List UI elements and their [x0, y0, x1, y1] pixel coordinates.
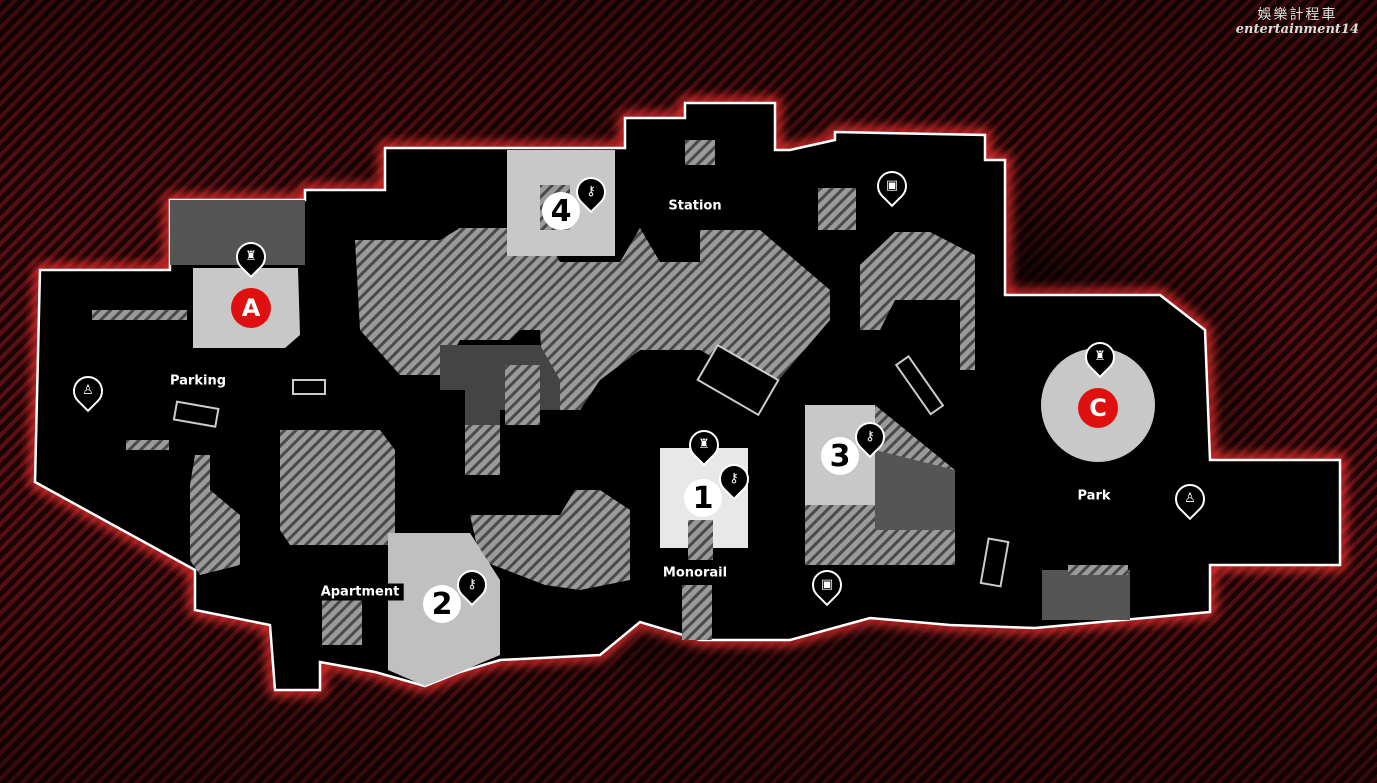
weapon-glyph: ⚷	[729, 471, 739, 486]
watermark: 娛樂計程車 entertainment14	[1236, 4, 1359, 37]
point-4[interactable]: 4	[542, 192, 580, 230]
weapon-glyph: ⚷	[586, 184, 596, 199]
bombsite-c[interactable]: C	[1078, 388, 1118, 428]
spawn-glyph: ♜	[245, 249, 257, 264]
watermark-chinese: 娛樂計程車	[1257, 7, 1338, 23]
point-2[interactable]: 2	[423, 585, 461, 623]
spawn-glyph: ♜	[698, 437, 710, 452]
computer-glyph: ▣	[885, 178, 899, 193]
weapon-glyph: ⚷	[467, 577, 477, 592]
area-label-station: Station	[668, 198, 722, 214]
area-label-monorail: Monorail	[662, 565, 728, 581]
computer-glyph: ▣	[820, 577, 834, 592]
area-label-apartment: Apartment	[316, 583, 404, 601]
weapon-glyph: ⚷	[865, 429, 875, 444]
spawn-glyph: ♜	[1094, 349, 1106, 364]
point-1[interactable]: 1	[684, 479, 722, 517]
watermark-english: entertainment14	[1235, 22, 1359, 37]
bombsite-a[interactable]: A	[231, 288, 271, 328]
area-label-parking: Parking	[169, 373, 227, 389]
point-3[interactable]: 3	[821, 437, 859, 475]
person-glyph: ♙	[1184, 491, 1196, 506]
person-glyph: ♙	[82, 383, 94, 398]
area-label-park: Park	[1077, 488, 1111, 504]
